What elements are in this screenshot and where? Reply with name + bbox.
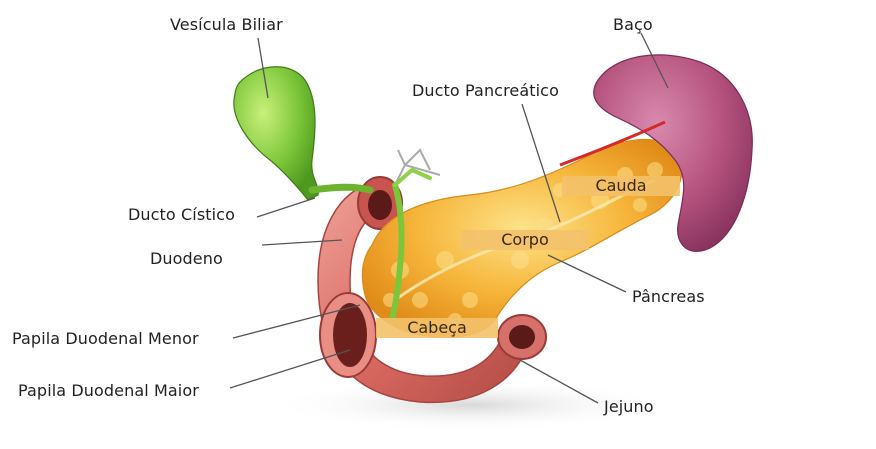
hepatic-duct-green	[395, 170, 430, 185]
label-jejunum: Jejuno	[604, 397, 654, 416]
label-body: Corpo	[461, 230, 589, 250]
label-pancreatic-duct: Ducto Pancreático	[412, 81, 559, 100]
cystic-duct	[312, 187, 370, 190]
label-spleen: Baço	[613, 15, 653, 34]
label-duodenum: Duodeno	[150, 249, 223, 268]
jejunum-lumen	[509, 325, 535, 349]
label-tail: Cauda	[562, 176, 680, 196]
duodenum-cut-lumen	[333, 303, 367, 367]
label-major-papilla: Papila Duodenal Maior	[18, 381, 199, 400]
duodenum-upper-lumen	[368, 190, 392, 220]
label-pancreas: Pâncreas	[632, 287, 705, 306]
label-minor-papilla: Papila Duodenal Menor	[12, 329, 199, 348]
label-head: Cabeça	[376, 318, 498, 338]
gallbladder	[234, 67, 318, 200]
leader-pancreas	[548, 255, 626, 292]
leader-cystic-duct	[257, 198, 315, 217]
label-gallbladder: Vesícula Biliar	[170, 15, 283, 34]
label-cystic-duct: Ducto Cístico	[128, 205, 235, 224]
